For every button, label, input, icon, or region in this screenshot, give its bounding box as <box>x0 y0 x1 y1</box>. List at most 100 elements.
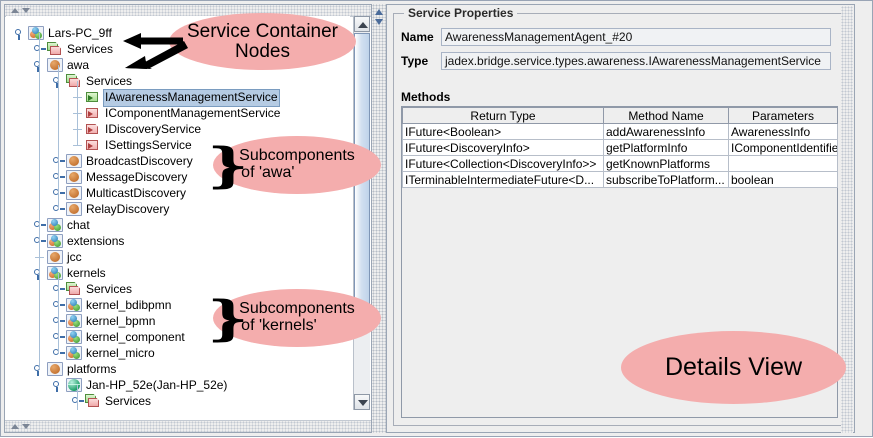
methods-table-cell[interactable]: AwarenessInfo <box>728 123 838 140</box>
tree-collapse-handle[interactable] <box>52 378 65 392</box>
split-pane-divider[interactable] <box>372 4 386 433</box>
tree-node-label[interactable]: kernel_component <box>86 330 185 344</box>
tree-collapse-handle[interactable] <box>14 26 27 40</box>
methods-table-cell[interactable]: IComponentIdentifier <box>728 139 838 156</box>
service-properties-group: Service Properties Name AwarenessManagem… <box>393 6 846 426</box>
tree-node-label[interactable]: platforms <box>67 362 117 376</box>
name-field[interactable]: AwarenessManagementAgent_#20 <box>441 28 831 46</box>
methods-table-cell[interactable] <box>728 155 838 172</box>
methods-table-cell[interactable]: IFuture<DiscoveryInfo> <box>402 139 604 156</box>
container-icon <box>66 314 82 328</box>
tree-node-label[interactable]: IComponentManagementService <box>105 106 281 120</box>
tree-node-label[interactable]: extensions <box>67 234 125 248</box>
services-folder-icon <box>47 42 63 56</box>
collapse-down-icon[interactable] <box>22 8 30 13</box>
collapse-up-icon[interactable] <box>11 8 19 13</box>
type-row: Type jadex.bridge.service.types.awarenes… <box>401 52 831 70</box>
type-field[interactable]: jadex.bridge.service.types.awareness.IAw… <box>441 52 831 70</box>
methods-table-cell[interactable]: IFuture<Boolean> <box>402 123 604 140</box>
tree-node-label[interactable]: kernel_bdibpmn <box>86 298 172 312</box>
scrollbar-grip-icon <box>359 171 367 177</box>
collapse-down-icon-bottom[interactable] <box>22 424 30 429</box>
tree-node-label[interactable]: IDiscoveryService <box>105 122 202 136</box>
tree-node-label[interactable]: Jan-HP_52e(Jan-HP_52e) <box>86 378 228 392</box>
tree-node-label[interactable]: Services <box>67 42 114 56</box>
type-label: Type <box>401 54 429 68</box>
agent-icon <box>66 186 82 200</box>
methods-table-cell[interactable]: ITerminableIntermediateFuture<D... <box>402 171 604 188</box>
tree-node-label[interactable]: jcc <box>67 250 82 264</box>
tree-node-label[interactable]: Lars-PC_9ff <box>48 26 112 40</box>
name-row: Name AwarenessManagementAgent_#20 <box>401 28 831 46</box>
details-pane: Service Properties Name AwarenessManagem… <box>386 4 869 433</box>
tree-node-label[interactable]: Services <box>86 282 133 296</box>
scroll-up-button[interactable] <box>354 16 370 32</box>
agent-icon <box>66 154 82 168</box>
tree-one-touch-expand-bottom[interactable] <box>5 420 371 432</box>
divider-expand-left-icon[interactable] <box>375 9 383 15</box>
scroll-down-button[interactable] <box>354 394 370 410</box>
tree-node-label[interactable]: awa <box>67 58 90 72</box>
container-icon <box>28 26 44 40</box>
table-row[interactable]: IFuture<Collection<DiscoveryInfo>>getKno… <box>402 155 838 172</box>
service-required-folded-icon <box>85 122 100 136</box>
tree-node-label[interactable]: kernels <box>67 266 106 280</box>
collapse-up-icon-bottom[interactable] <box>11 424 19 429</box>
table-row[interactable]: ITerminableIntermediateFuture<D...subscr… <box>402 171 838 188</box>
service-required-icon <box>85 106 100 120</box>
tree-node-label[interactable]: awa <box>103 409 129 410</box>
tree-node-label[interactable]: Services <box>86 74 133 88</box>
methods-table-cell[interactable]: getPlatformInfo <box>603 139 729 156</box>
methods-table-cell[interactable]: IFuture<Collection<DiscoveryInfo>> <box>402 155 604 172</box>
tree-node-label[interactable]: ISettingsService <box>105 138 192 152</box>
methods-table-header-0[interactable]: Return Type <box>402 107 604 124</box>
service-details-panel: Service Properties Name AwarenessManagem… <box>386 4 855 433</box>
scrollbar-thumb[interactable] <box>354 33 370 315</box>
container-icon <box>66 330 82 344</box>
name-label: Name <box>401 30 434 44</box>
methods-table-cell[interactable]: subscribeToPlatform... <box>603 171 729 188</box>
container-icon <box>47 266 63 280</box>
arrow-down-icon <box>358 400 368 406</box>
agent-icon <box>47 250 63 264</box>
tree-vertical-scrollbar[interactable] <box>353 16 370 410</box>
tree-node-label[interactable]: kernel_micro <box>86 346 155 360</box>
service-provided-icon <box>85 90 100 104</box>
methods-table-cell[interactable]: getKnownPlatforms <box>603 155 729 172</box>
tree-node-label[interactable]: BroadcastDiscovery <box>86 154 193 168</box>
divider-expand-right-icon[interactable] <box>375 19 383 25</box>
agent-icon <box>66 170 82 184</box>
tree-trunk-line <box>58 273 59 353</box>
arrow-up-icon <box>358 22 368 28</box>
divider-one-touch-buttons[interactable] <box>375 9 383 33</box>
methods-table-header-2[interactable]: Parameters <box>728 107 838 124</box>
methods-table-cell[interactable]: addAwarenessInfo <box>603 123 729 140</box>
agent-icon <box>66 202 82 216</box>
container-icon <box>66 298 82 312</box>
container-icon <box>66 346 82 360</box>
tree-node-label[interactable]: RelayDiscovery <box>86 202 170 216</box>
tree-trunk-line <box>58 65 59 209</box>
container-icon <box>47 234 63 248</box>
tree-node-label[interactable]: MulticastDiscovery <box>86 186 187 200</box>
methods-table-cell[interactable]: boolean <box>728 171 838 188</box>
agent-icon <box>47 362 63 376</box>
methods-label: Methods <box>401 90 451 104</box>
tree-node-label[interactable]: chat <box>67 218 90 232</box>
tree-node-label[interactable]: Services <box>105 394 152 408</box>
details-scrollbar-strip[interactable] <box>841 6 853 433</box>
tree-node-label[interactable]: kernel_bpmn <box>86 314 156 328</box>
tree-node-label[interactable]: MessageDiscovery <box>86 170 188 184</box>
service-properties-title: Service Properties <box>404 6 518 20</box>
methods-table-header-1[interactable]: Method Name <box>603 107 729 124</box>
tree-node-label[interactable]: IAwarenessManagementService <box>103 89 280 107</box>
